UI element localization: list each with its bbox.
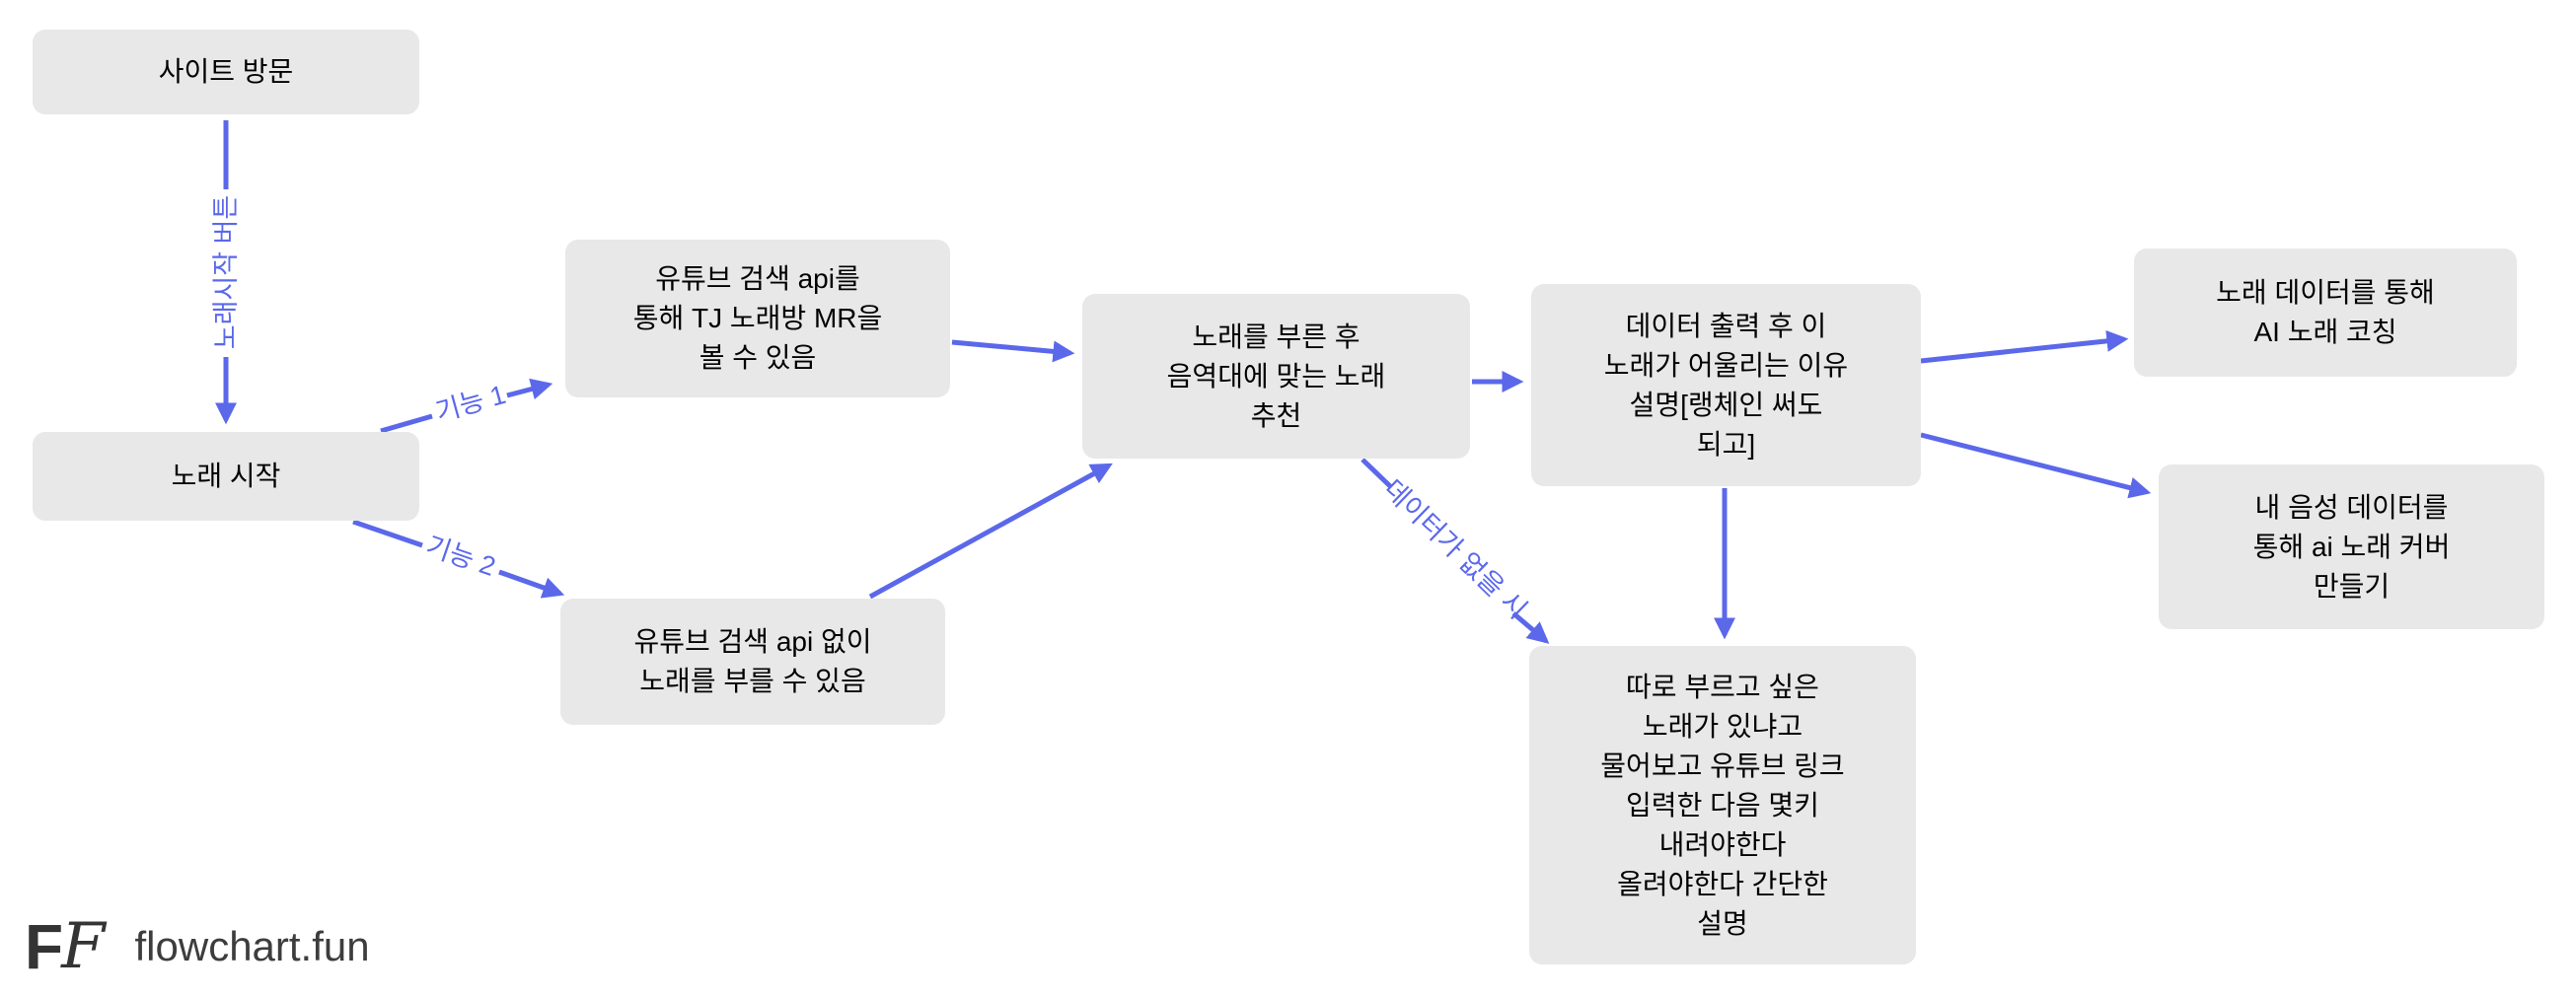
edge-no-youtube-api-to-recommend-song[interactable]: [868, 463, 1113, 600]
node-song-start[interactable]: 노래 시작: [33, 432, 419, 521]
node-site-visit[interactable]: 사이트 방문: [33, 30, 419, 114]
node-label: 노래를 부른 후 음역대에 맞는 노래 추천: [1166, 321, 1386, 431]
node-recommend-song[interactable]: 노래를 부른 후 음역대에 맞는 노래 추천: [1082, 294, 1470, 459]
edge-line: [1511, 611, 1550, 644]
edge-line: [1920, 432, 2152, 499]
edge-label: 데이터가 없을 시: [1378, 474, 1533, 625]
edge-label: 노래시작 버튼: [211, 195, 241, 350]
node-label: 데이터 출력 후 이 노래가 어울리는 이유 설명[랭체인 써도 되고]: [1603, 310, 1849, 460]
node-label: 유튜브 검색 api를 통해 TJ 노래방 MR을 볼 수 있음: [632, 263, 883, 373]
edge-line: [868, 463, 1113, 600]
node-label: 노래 시작: [171, 461, 281, 491]
node-label: 내 음성 데이터를 통해 ai 노래 커버 만들기: [2252, 491, 2451, 602]
node-youtube-api-mr[interactable]: 유튜브 검색 api를 통해 TJ 노래방 MR을 볼 수 있음: [565, 240, 950, 397]
node-label: 유튜브 검색 api 없이 노래를 부를 수 있음: [633, 626, 872, 696]
node-label: 노래 데이터를 통해 AI 노래 코칭: [2216, 277, 2435, 347]
node-ai-coaching[interactable]: 노래 데이터를 통해 AI 노래 코칭: [2134, 249, 2517, 377]
flowchart-fun-logo[interactable]: F F flowchart.fun: [25, 915, 370, 978]
edge-song-start-to-youtube-api-mr[interactable]: 기능 1: [380, 378, 553, 434]
edge-line: [951, 339, 1075, 363]
edge-line: [352, 519, 423, 548]
edge-line: [506, 378, 553, 400]
logo-f-script-icon: F: [61, 910, 106, 983]
brand-name: flowchart.fun: [134, 923, 370, 969]
node-ai-cover[interactable]: 내 음성 데이터를 통해 ai 노래 커버 만들기: [2159, 464, 2544, 629]
node-label: 사이트 방문: [158, 56, 294, 87]
edge-recommend-song-to-ask-own-song[interactable]: 데이터가 없을 시: [1361, 458, 1550, 644]
edge-line: [1920, 329, 2129, 364]
node-no-youtube-api[interactable]: 유튜브 검색 api 없이 노래를 부를 수 있음: [560, 599, 945, 725]
edge-youtube-api-mr-to-recommend-song[interactable]: [951, 339, 1075, 363]
edge-line: [498, 569, 565, 599]
edge-song-start-to-no-youtube-api[interactable]: 기능 2: [352, 519, 565, 599]
logo-f-sans-icon: F: [25, 911, 63, 982]
edge-line: [380, 413, 433, 434]
node-explain-reason[interactable]: 데이터 출력 후 이 노래가 어울리는 이유 설명[랭체인 써도 되고]: [1531, 284, 1921, 486]
edge-label: 기능 1: [432, 380, 509, 427]
edge-site-visit-to-song-start[interactable]: 노래시작 버튼: [211, 120, 241, 425]
edge-line: [1361, 458, 1392, 488]
node-ask-own-song[interactable]: 따로 부르고 싶은 노래가 있냐고 물어보고 유튜브 링크 입력한 다음 몇키 …: [1529, 646, 1916, 964]
edge-label: 기능 2: [422, 531, 499, 582]
node-label: 따로 부르고 싶은 노래가 있냐고 물어보고 유튜브 링크 입력한 다음 몇키 …: [1600, 671, 1845, 939]
edge-explain-reason-to-ai-cover[interactable]: [1920, 432, 2152, 499]
edge-explain-reason-to-ai-coaching[interactable]: [1920, 329, 2129, 364]
